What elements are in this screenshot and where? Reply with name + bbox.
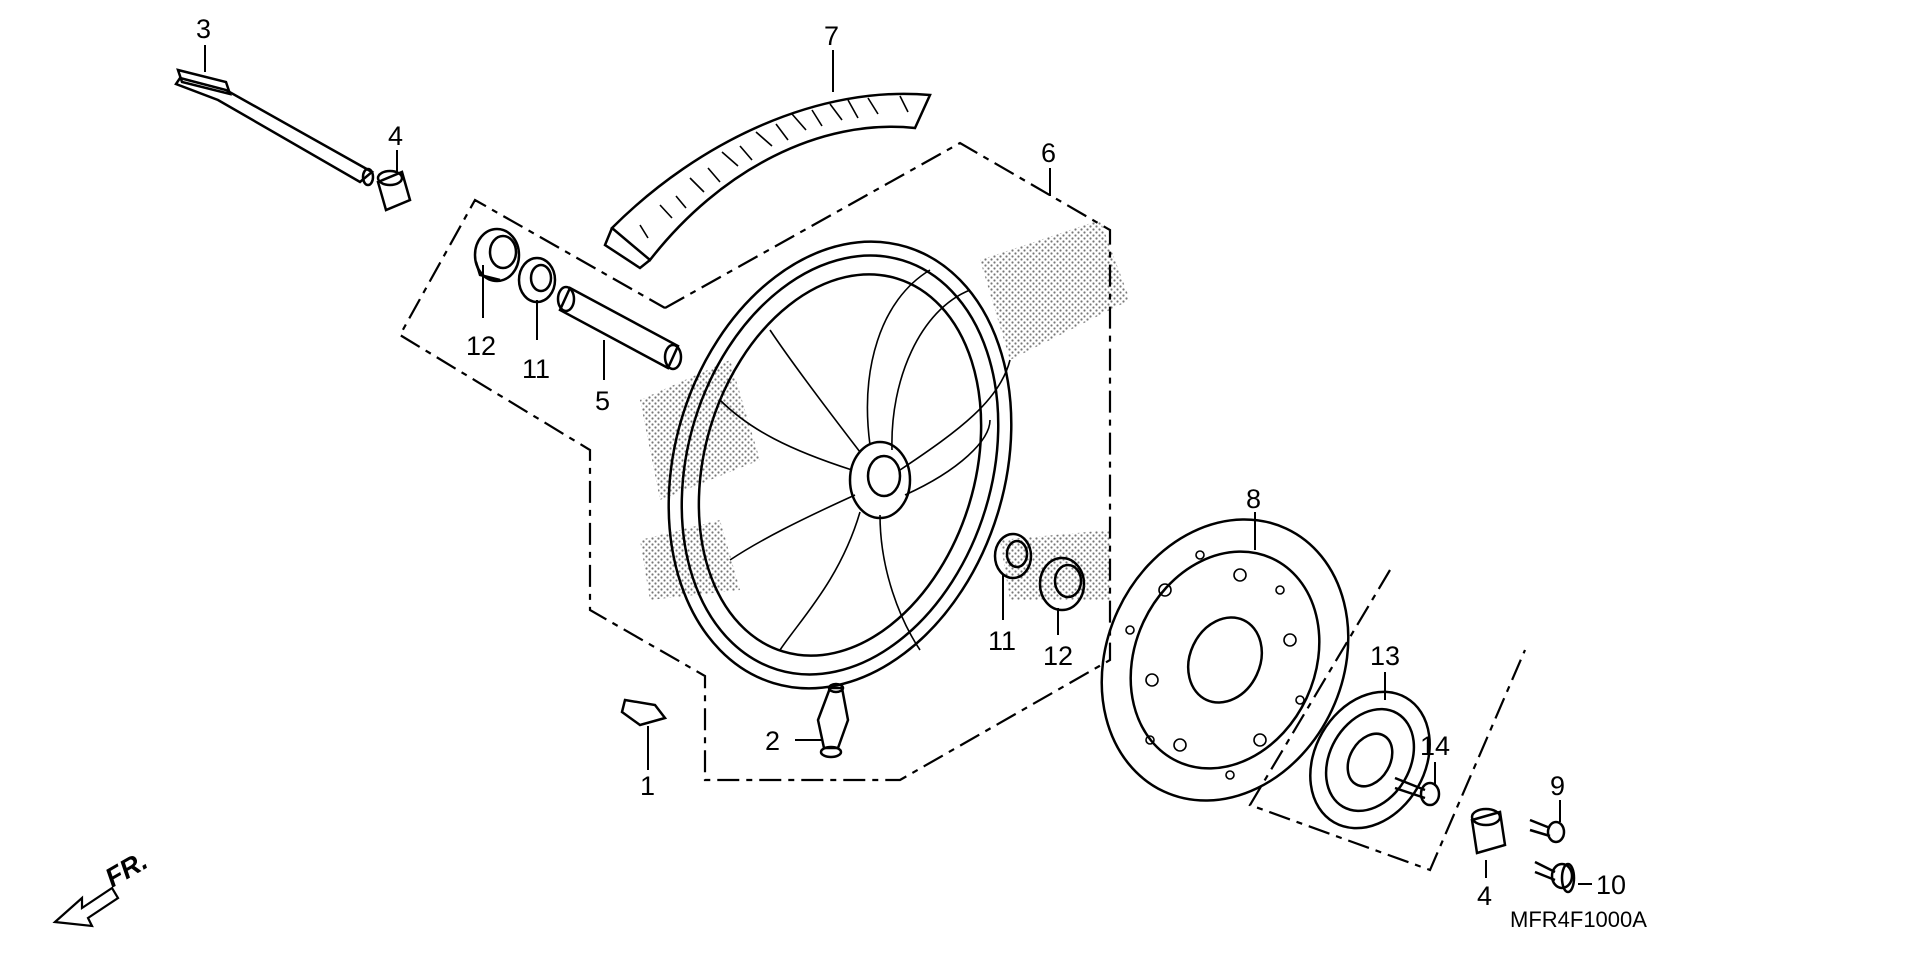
tire-part xyxy=(603,92,932,270)
callout-13: 13 xyxy=(1370,641,1400,671)
callout-9: 9 xyxy=(1550,771,1565,801)
diagram-code: MFR4F1000A xyxy=(1510,907,1647,932)
direction-arrow-icon xyxy=(52,886,120,928)
callout-12-lower: 12 xyxy=(1043,641,1073,671)
callout-2: 2 xyxy=(765,726,780,756)
callout-10: 10 xyxy=(1596,870,1626,900)
callout-5: 5 xyxy=(595,386,610,416)
callout-4-upper: 4 xyxy=(388,121,403,151)
callout-7: 7 xyxy=(824,21,839,51)
bearing-part-upper xyxy=(473,227,521,283)
axle-part xyxy=(174,68,375,187)
assembly-outline-disc xyxy=(1248,569,1527,872)
callout-labels: 3 4 7 6 12 11 5 8 11 12 13 14 9 10 4 2 1 xyxy=(196,14,1626,911)
bolt-part-14 xyxy=(1394,776,1441,807)
callout-14: 14 xyxy=(1420,731,1450,761)
spacer-part xyxy=(556,285,683,371)
leader-lines xyxy=(204,45,1592,885)
callout-8: 8 xyxy=(1246,484,1261,514)
watermark-shading xyxy=(640,220,1130,600)
direction-label: FR. xyxy=(100,845,153,893)
collar-part-upper xyxy=(376,169,412,212)
assembly-outline-wheel xyxy=(398,141,1112,782)
callout-6: 6 xyxy=(1041,138,1056,168)
callout-3: 3 xyxy=(196,14,211,44)
bearing-part-lower xyxy=(1038,556,1086,612)
clip-part xyxy=(620,698,668,727)
seal-part-upper xyxy=(517,256,557,304)
wheel-part xyxy=(667,240,1013,690)
bolt-part-10 xyxy=(1534,860,1576,894)
brake-disc-part xyxy=(1100,518,1350,802)
callout-11-upper: 11 xyxy=(522,354,550,384)
bolt-part-9 xyxy=(1529,818,1566,844)
valve-part xyxy=(816,682,850,759)
collar-part-lower xyxy=(1470,807,1507,855)
callout-11-lower: 11 xyxy=(988,626,1016,656)
callout-4-lower: 4 xyxy=(1477,881,1492,911)
front-direction-indicator: FR. xyxy=(52,845,153,928)
callout-1: 1 xyxy=(640,771,655,801)
seal-part-lower xyxy=(993,532,1033,580)
callout-12-upper: 12 xyxy=(466,331,496,361)
